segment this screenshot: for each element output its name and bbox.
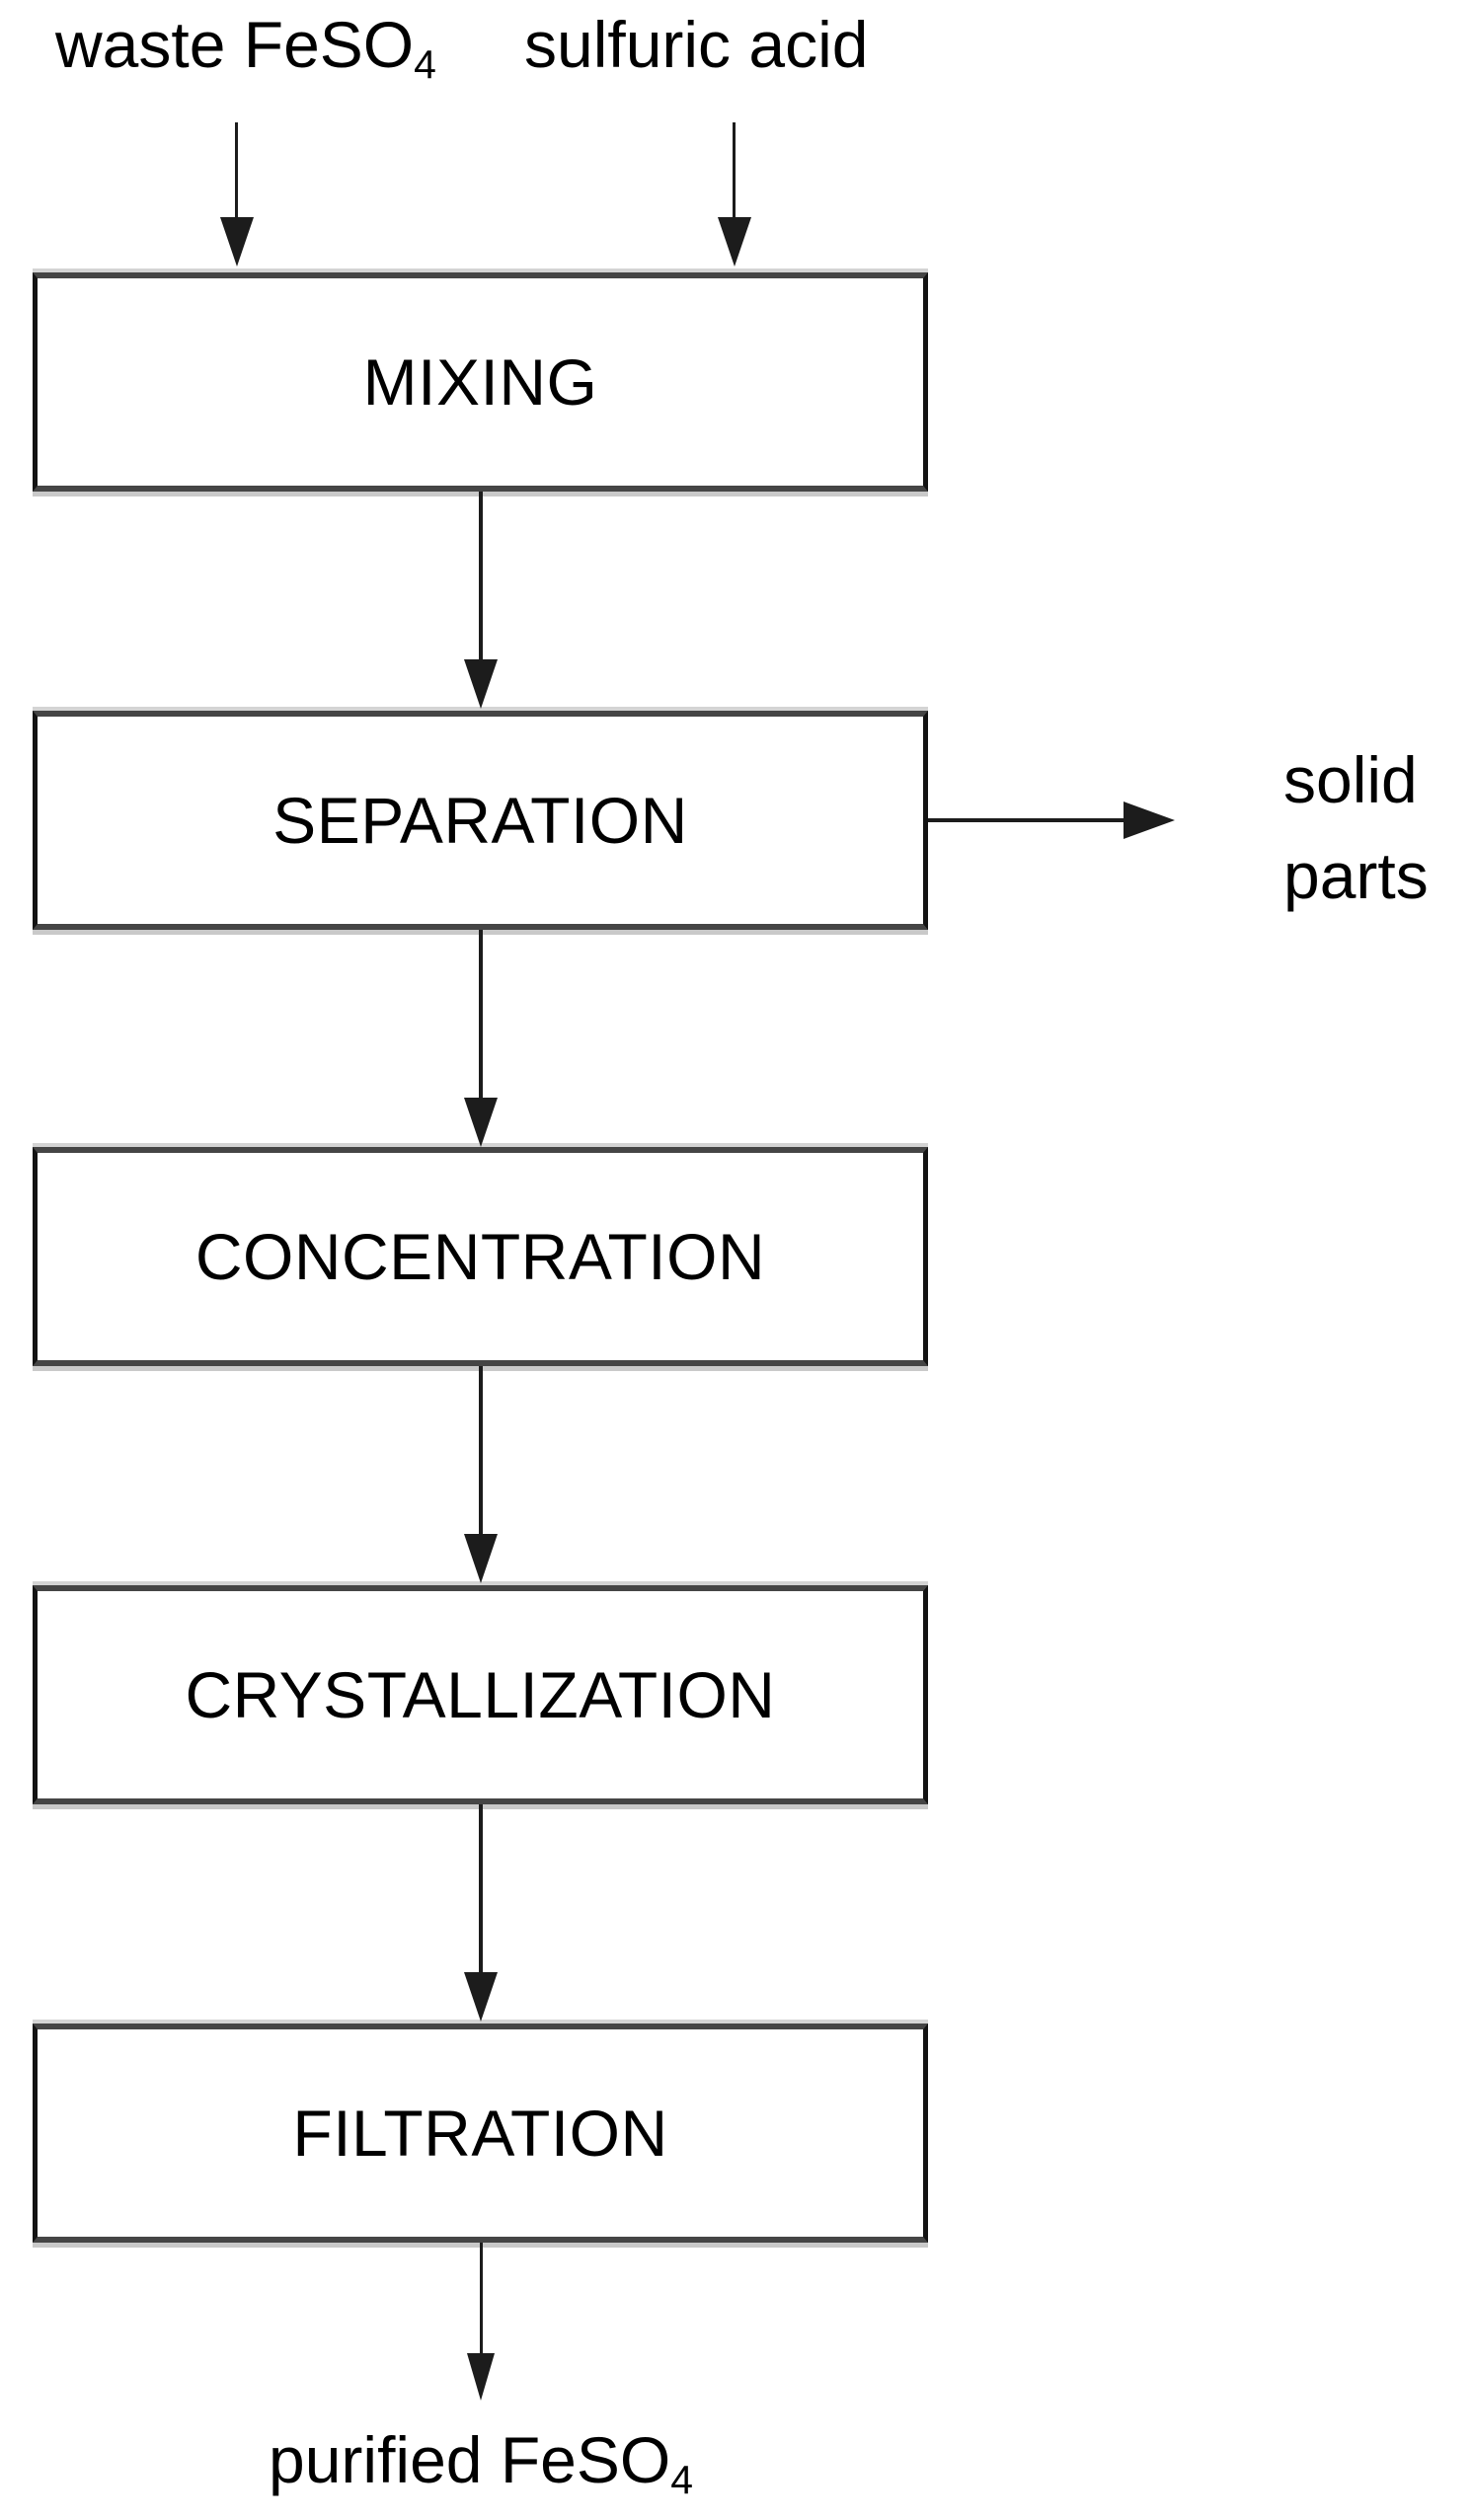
process-box-crystallization-label: CRYSTALLIZATION <box>185 1658 776 1731</box>
arrowhead-down-icon <box>464 1972 498 2022</box>
arrow-line <box>235 122 238 219</box>
arrow-line <box>479 930 483 1100</box>
arrowhead-right-icon <box>1124 802 1175 839</box>
process-box-mixing-label: MIXING <box>362 345 598 419</box>
process-box-separation: SEPARATION <box>33 711 928 930</box>
output-label-purified-feso4: purified FeSO4 <box>0 2423 962 2500</box>
arrow-line <box>480 2243 483 2355</box>
input-label-waste-feso4-subscript: 4 <box>414 41 436 88</box>
arrowhead-down-icon <box>464 1534 498 1583</box>
process-box-concentration-label: CONCENTRATION <box>194 1220 766 1293</box>
process-box-mixing: MIXING <box>33 272 928 492</box>
process-box-concentration: CONCENTRATION <box>33 1147 928 1366</box>
process-box-crystallization: CRYSTALLIZATION <box>33 1585 928 1804</box>
input-label-sulfuric-acid: sulfuric acid <box>524 8 869 81</box>
arrowhead-down-icon <box>464 1098 498 1147</box>
arrowhead-down-icon <box>467 2353 495 2401</box>
arrowhead-down-icon <box>464 659 498 709</box>
arrow-line <box>479 492 483 661</box>
input-label-waste-feso4: waste FeSO4 <box>55 8 436 85</box>
process-box-separation-label: SEPARATION <box>272 784 688 857</box>
input-label-waste-feso4-text: waste FeSO <box>55 8 415 81</box>
output-label-solid-parts-line2: parts <box>1283 839 1429 912</box>
output-label-purified-feso4-text: purified FeSO <box>269 2423 671 2496</box>
output-label-solid-parts-line1: solid <box>1283 743 1418 816</box>
output-label-purified-feso4-subscript: 4 <box>670 2457 693 2503</box>
arrowhead-down-icon <box>718 217 751 267</box>
arrow-line <box>479 1804 483 1974</box>
arrowhead-down-icon <box>220 217 254 267</box>
process-box-filtration: FILTRATION <box>33 2024 928 2243</box>
arrow-line <box>479 1366 483 1536</box>
output-label-solid-parts: solid parts <box>1283 732 1429 924</box>
arrow-line <box>733 122 736 219</box>
process-box-filtration-label: FILTRATION <box>292 2097 668 2170</box>
arrow-line <box>928 818 1124 822</box>
